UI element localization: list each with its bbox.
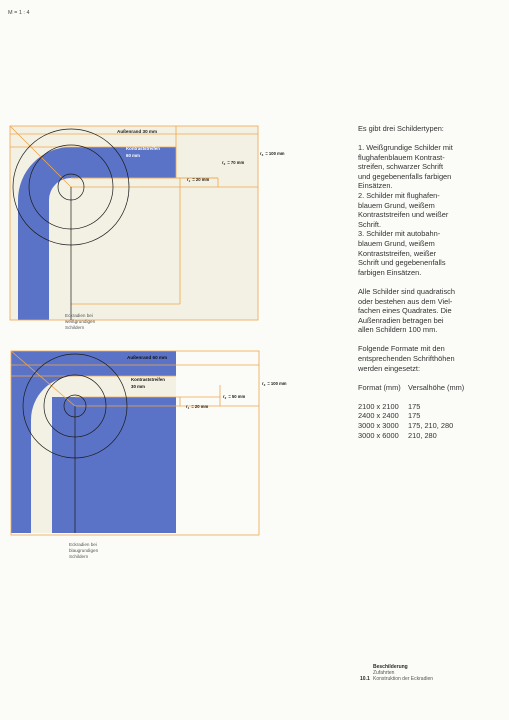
r3-label: r3= 100 mm xyxy=(262,381,287,387)
diagram2-caption: Eckradien bei blaugrundigen Schildern xyxy=(69,542,99,559)
r2-label: r2= 70 mm xyxy=(222,160,244,166)
sign-types: 1. Weißgrundige Schilder mit flughafenbl… xyxy=(358,143,453,277)
stripe-label: Kontraststreifen xyxy=(131,377,165,382)
table-row: 2400 x 2400 175 xyxy=(358,411,421,421)
intro-text: Es gibt drei Schildertypen: xyxy=(358,124,444,133)
table-row: 3000 x 6000 210, 280 xyxy=(358,430,437,440)
diagonal-line xyxy=(9,125,72,188)
contrast-stripe xyxy=(18,147,176,320)
format-table: Format (mm) Versalhöhe (mm) 2100 x 2100 … xyxy=(358,383,508,440)
outer-rim-label: Außenrand 60 mm xyxy=(127,355,167,360)
table-row: 3000 x 3000 175, 210, 280 xyxy=(358,420,454,430)
description-column: Es gibt drei Schildertypen: 1. Weißgrund… xyxy=(358,124,508,440)
stripe-width-label: 30 mm xyxy=(131,384,145,389)
r3-label: r3= 100 mm xyxy=(260,151,285,157)
radius-paragraph: Alle Schilder sind quadratisch oder best… xyxy=(358,286,455,335)
format-intro: Folgende Formate mit den entsprechenden … xyxy=(358,344,455,373)
section-topic: Konstruktion der Eckradien xyxy=(373,676,434,682)
outer-rim-label: Außenrand 30 mm xyxy=(117,129,157,134)
format-table-header: Format (mm) Versalhöhe (mm) xyxy=(358,382,465,392)
section-number: 10.1 xyxy=(360,676,370,682)
table-row: 2100 x 2100 175 xyxy=(358,401,421,411)
section-subtitle: Zufahrten xyxy=(373,670,395,676)
outer-frame-line xyxy=(9,125,259,321)
scale-label: M = 1 : 4 xyxy=(8,10,30,16)
diagram1-caption: Eckradien bei weißgrundigen Schildern xyxy=(65,313,96,330)
stripe-width-label: 60 mm xyxy=(126,153,140,158)
r2-label: r2= 50 mm xyxy=(223,394,245,400)
stripe-label: Kontraststreifen xyxy=(126,146,160,151)
outer-frame-line xyxy=(10,350,260,536)
diagonal-line xyxy=(10,350,76,407)
contrast-stripe-white xyxy=(31,376,176,533)
section-title: Beschilderung xyxy=(373,664,408,670)
corner-radius-diagram-white: Außenrand 30 mm Kontraststreifen 60 mm r… xyxy=(9,125,285,321)
r1-label: r1= 20 mm xyxy=(186,404,208,410)
r1-label: r1= 20 mm xyxy=(187,177,209,183)
corner-radius-diagram-blue: Außenrand 60 mm Kontraststreifen 30 mm r… xyxy=(10,350,287,536)
